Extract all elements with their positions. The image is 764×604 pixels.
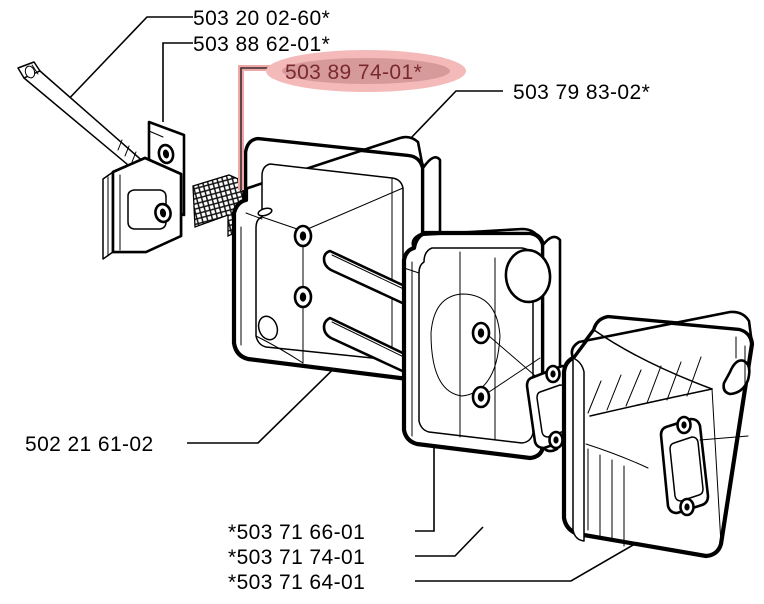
leader-heat-shield: [187, 342, 361, 444]
label-screen-highlighted: 503 89 74-01*: [285, 61, 422, 84]
leader-bracket: [162, 42, 193, 122]
muffler-body: [561, 310, 755, 559]
label-muffler-b: *503 71 74-01: [228, 546, 365, 569]
leader-screw: [61, 16, 193, 107]
label-bracket: 503 88 62-01*: [193, 33, 330, 56]
highlight-ellipse: [266, 50, 466, 92]
label-heat-shield: 502 21 61-02: [25, 433, 154, 456]
label-cover: 503 79 83-02*: [513, 81, 650, 104]
label-muffler-a: *503 71 66-01: [228, 521, 365, 544]
muffler-backplate: [401, 227, 562, 461]
leader-muffler-b: [415, 526, 484, 557]
part-number-labels: 503 20 02-60* 503 88 62-01* 503 89 74-01…: [25, 7, 650, 594]
label-screw: 503 20 02-60*: [193, 7, 330, 30]
label-muffler-c: *503 71 64-01: [228, 571, 365, 594]
leader-cover: [409, 90, 503, 140]
mounting-bracket-plates: [102, 120, 186, 260]
highlight-leader: [238, 65, 278, 190]
